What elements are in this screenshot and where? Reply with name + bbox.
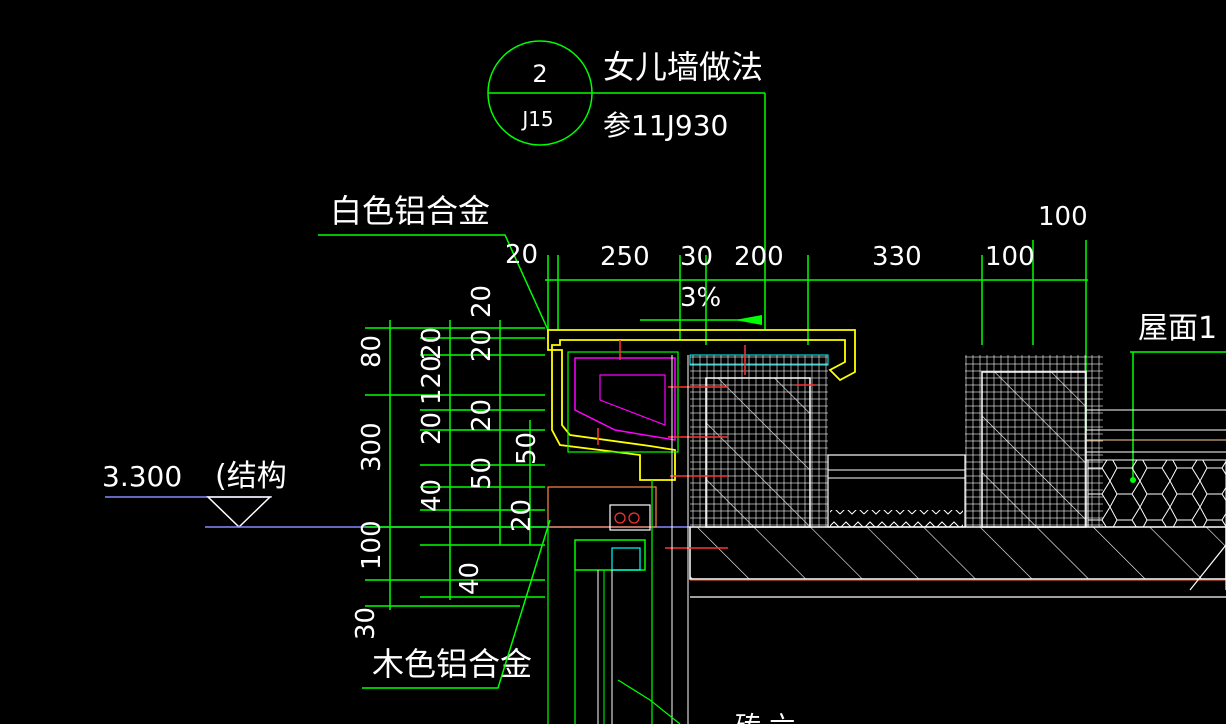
top-dim-label: 200	[734, 242, 784, 272]
slope-text: 3%	[680, 283, 721, 313]
left-dim-label: 80	[357, 335, 387, 368]
left-dim-label: 30	[351, 607, 381, 640]
window-head-bolt	[614, 512, 626, 524]
top-dim-extra-label: 100	[1038, 202, 1088, 232]
coping-profile	[547, 329, 856, 531]
coping-trim	[547, 486, 657, 528]
elevation-note: (结构	[215, 459, 287, 494]
top-dim-label: 250	[600, 242, 650, 272]
slope-indicator: 3%	[640, 283, 762, 325]
elevation-value: 3.300	[102, 460, 182, 493]
coping-insulation-inner	[599, 374, 666, 426]
left-dim-label: 300	[357, 422, 387, 472]
top-dimension-labels: 20 250 30 200 330 100 100	[505, 202, 1088, 272]
roof-hex-insulation	[1087, 459, 1226, 528]
detail-callout: 2 J15 女儿墙做法 参11J930	[487, 40, 766, 330]
parapet-coping-base	[689, 354, 829, 366]
coping-yellow-outline	[547, 329, 856, 481]
detail-reference: 参11J930	[603, 109, 728, 142]
left-dim-label: 20	[467, 399, 497, 432]
elevation-triangle	[206, 496, 272, 529]
left-dimension-labels: 80 300 100 30 20 120 20 40 40 20 20 20 5…	[351, 285, 542, 640]
roof-text: 屋面1	[1138, 311, 1217, 346]
top-material-leader	[318, 234, 549, 331]
window-frame: 砖·六	[547, 355, 795, 724]
gutter-gravel	[830, 510, 963, 527]
top-dim-label: 20	[505, 240, 538, 270]
window-head-box	[609, 504, 651, 531]
top-material-label: 白色铝合金	[318, 192, 549, 331]
detail-title: 女儿墙做法	[603, 48, 763, 86]
left-dim-label: 20	[507, 499, 537, 532]
parapet-core	[705, 377, 811, 528]
top-dim-label: 100	[985, 242, 1035, 272]
detail-sheet: J15	[520, 107, 553, 131]
cut-text: 砖·六	[735, 712, 795, 724]
left-dim-label: 20	[467, 329, 497, 362]
coping-inner-cavity	[567, 351, 679, 453]
window-head-bolt	[628, 512, 640, 524]
left-dim-label: 100	[357, 520, 387, 570]
elevation-marker: 3.300 (结构	[102, 459, 690, 529]
bottom-material-text: 木色铝合金	[372, 645, 532, 683]
slope-arrow-head	[735, 315, 762, 325]
left-dim-label: 120	[417, 355, 447, 405]
detail-number: 2	[532, 60, 547, 88]
curb-core	[981, 371, 1087, 528]
left-dim-label: 20	[417, 327, 447, 360]
left-dim-label: 50	[467, 457, 497, 490]
window-frame-profile	[611, 547, 641, 571]
left-dim-label: 40	[417, 479, 447, 512]
left-dim-extra-label: 50	[512, 432, 542, 465]
roof-curb	[965, 355, 1103, 528]
roof-slab	[689, 526, 1226, 598]
roof-slab-fill	[689, 526, 1226, 580]
left-dim-label: 20	[417, 412, 447, 445]
roof-label: 屋面1	[1130, 311, 1226, 483]
parapet-wall	[689, 354, 829, 528]
top-dim-label: 330	[872, 242, 922, 272]
left-dimension-lines	[365, 320, 545, 610]
coping-insulation-block	[574, 357, 676, 441]
cut-leader	[617, 679, 681, 724]
top-dim-label: 30	[680, 242, 713, 272]
roof-layers	[827, 409, 1226, 528]
slab-break-line	[1189, 544, 1226, 591]
bottom-material-label: 木色铝合金	[362, 519, 551, 689]
bottom-material-leader	[362, 519, 551, 689]
anchor-bolts	[597, 340, 815, 549]
top-material-text: 白色铝合金	[330, 192, 490, 230]
left-dim-label: 40	[455, 562, 485, 595]
window-frame-profile	[574, 539, 646, 571]
left-dim-label: 20	[467, 285, 497, 318]
